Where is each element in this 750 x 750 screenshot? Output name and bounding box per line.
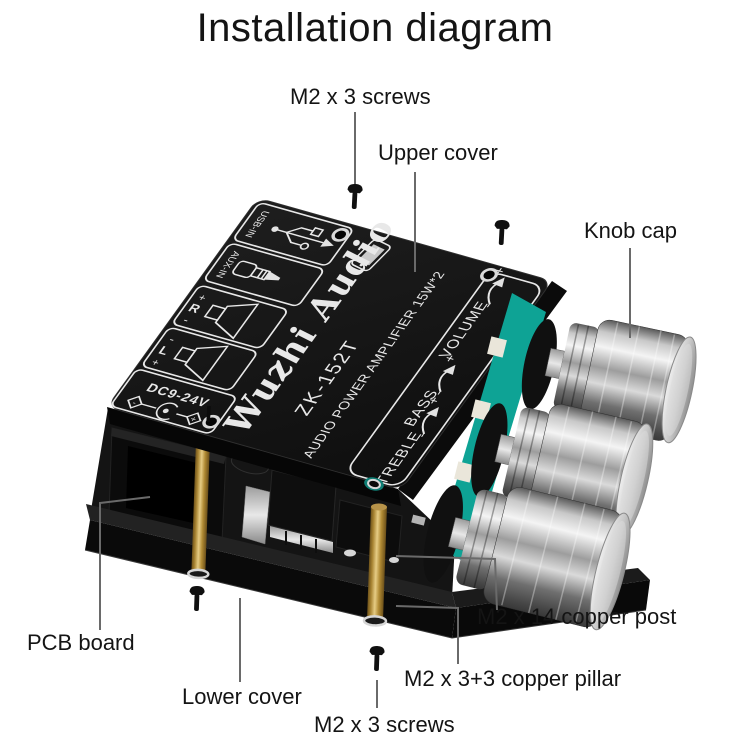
svg-text:-: - [413,431,430,439]
svg-text:+: + [188,414,199,424]
speaker-icon-right [203,303,260,340]
usb-icon [271,226,334,250]
l-plus: + [148,357,161,368]
screw-top-1 [346,183,363,210]
copper-post-right [362,503,388,627]
smd-component [411,514,426,526]
post-ring-left [187,568,210,580]
screw-pin-in-hole [206,405,211,423]
screw-bottom-left [188,585,205,612]
pcb-hole-ring [364,477,384,491]
port-box-aux [204,243,324,307]
callout-screws-bottom: M2 x 3 screws [314,712,455,737]
leader-copper-pillar [395,605,459,664]
phone-icon [351,239,391,272]
upper-cover-bottom-wall [107,407,401,506]
mounting-hole-1 [331,228,350,242]
svg-text:-: - [479,302,496,310]
svg-text:-: - [430,389,447,397]
leader-pcb-board [99,496,151,630]
svg-text:+: + [489,265,509,276]
knob-volume [521,319,697,444]
upper-cover: USB-IN AUX-IN + R - [111,200,548,488]
svg-text:+: + [440,353,460,364]
callout-copper-post: M2 x 14 copper post [477,604,677,629]
knob-treble [423,485,631,631]
port-box-power [111,369,236,434]
metal-clip [241,485,271,545]
port-box-right [173,285,287,349]
svg-text:-: - [130,398,139,407]
callout-copper-pillar: M2 x 3+3 copper pillar [404,666,622,691]
dc-polarity-icon: - + [127,395,202,426]
callout-screws-top: M2 x 3 screws [290,84,431,109]
speaker-icon-left [173,345,229,382]
svg-text:+: + [423,395,443,406]
r-plus: + [195,292,208,303]
port-box-left [142,327,257,391]
leader-copper-post [395,555,498,611]
callout-pcb-board: PCB board [27,630,135,655]
port-box-usb [234,202,353,266]
screw-bottom-center [368,645,385,672]
aux-jack-icon [232,260,281,281]
mounting-hole-2 [480,268,499,282]
callout-upper-cover: Upper cover [378,140,498,165]
page-title: Installation diagram [196,6,554,50]
callout-lower-cover: Lower cover [182,684,302,709]
post-ring-right [362,615,388,627]
amplifier-chip [267,469,337,553]
screw-top-2 [493,219,510,246]
callout-knob-cap: Knob cap [584,218,677,243]
leader-lines [99,112,631,708]
